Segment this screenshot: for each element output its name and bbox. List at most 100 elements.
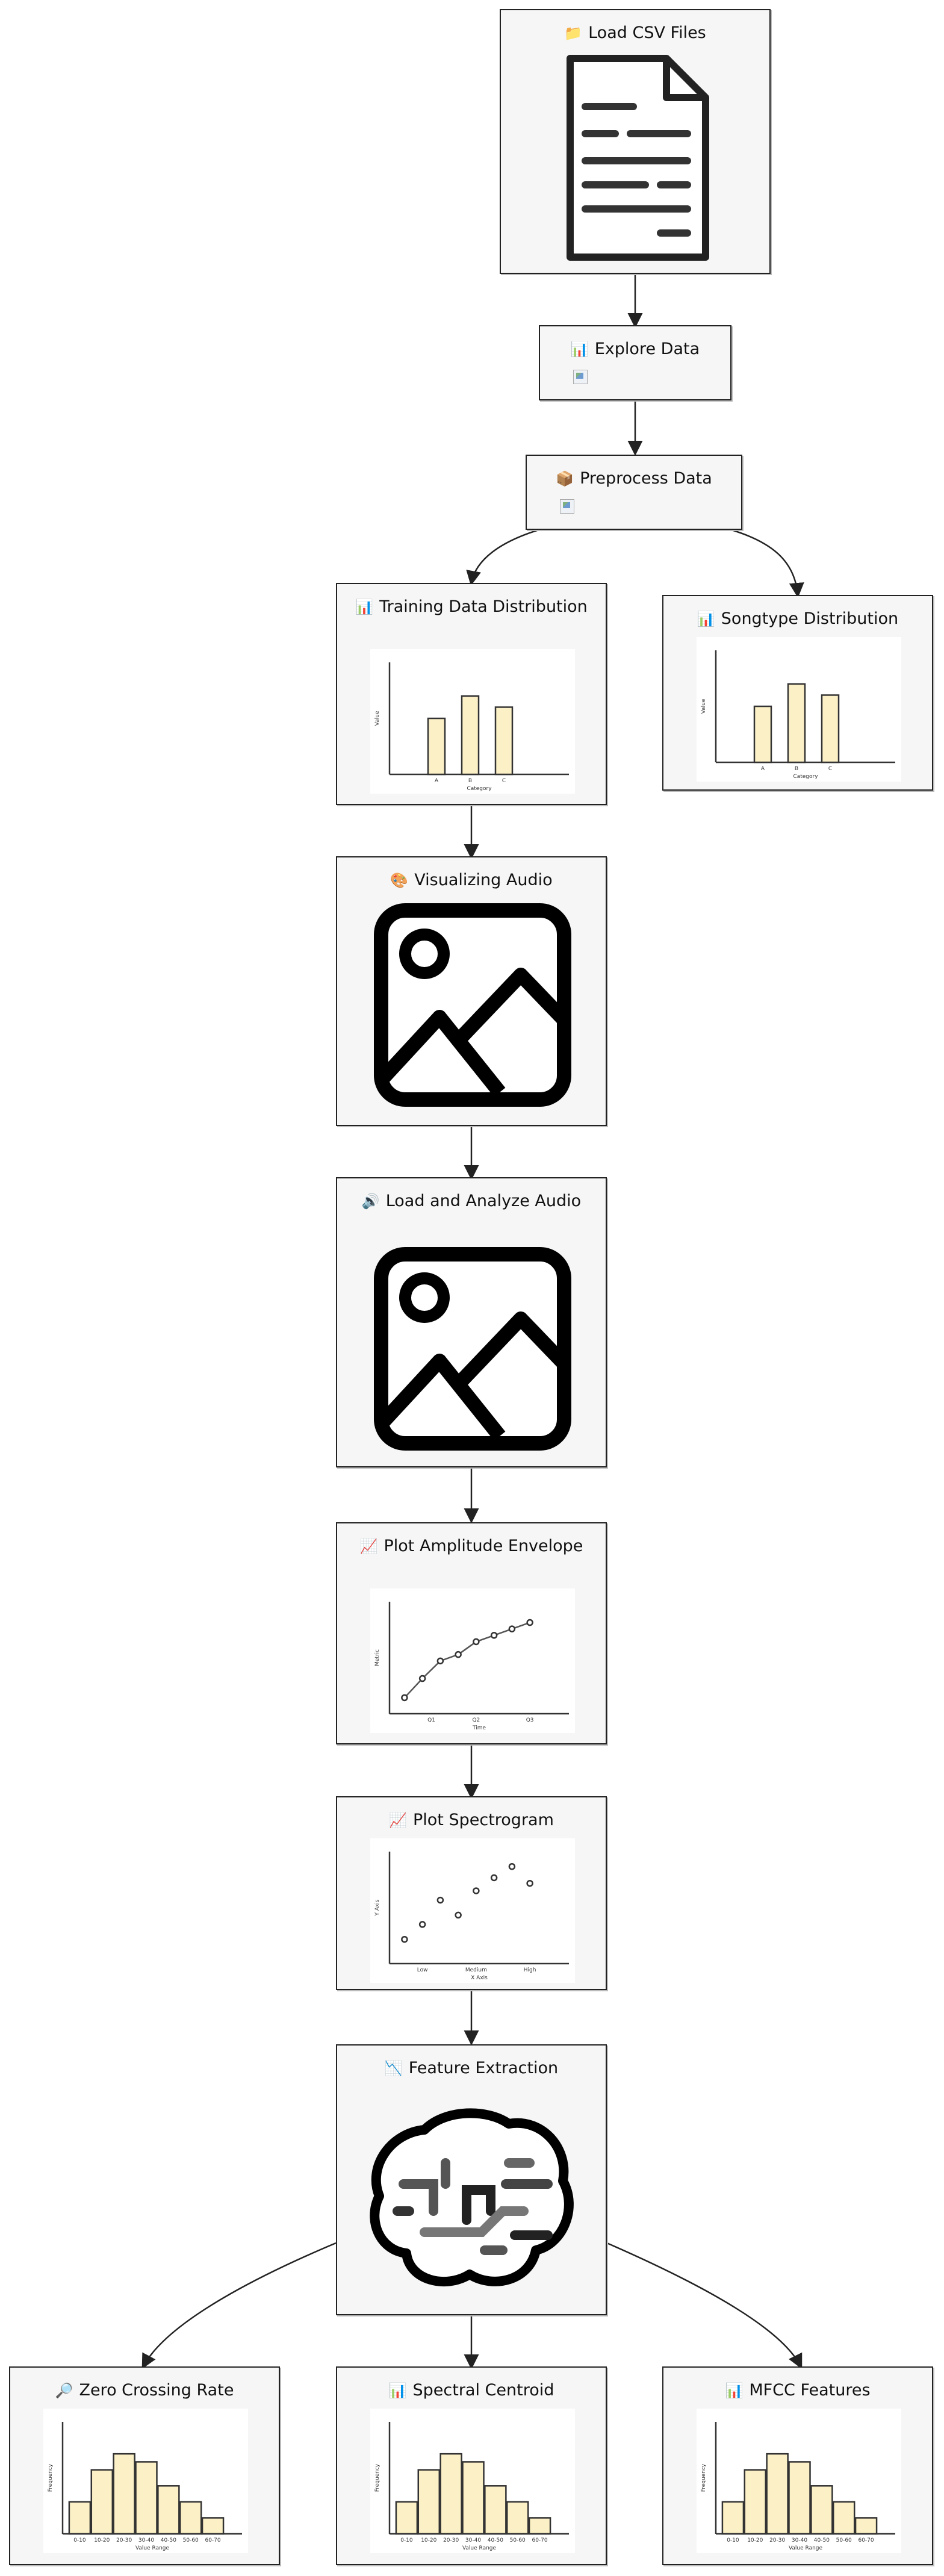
x-tick-label: 20-30: [443, 2537, 459, 2543]
x-tick-label: 60-70: [205, 2537, 220, 2543]
x-tick-label: 60-70: [532, 2537, 547, 2543]
x-tick-label: Low: [417, 1967, 428, 1973]
node-title: 📁 Load CSV Files: [501, 21, 769, 45]
node-load-and-analyze-audio[interactable]: 🔊 Load and Analyze Audio: [336, 1177, 607, 1467]
node-title: 📉Feature Extraction: [337, 2056, 606, 2080]
bar-chart-icon: 📊: [355, 599, 374, 615]
bar-0-10: [395, 2501, 418, 2535]
node-feature-extraction[interactable]: 📉Feature Extraction: [336, 2044, 607, 2315]
node-training-data-distribution[interactable]: 📊 Training Data Distribution Category Valu…: [336, 583, 607, 805]
bar-30-40: [788, 2461, 811, 2535]
y-axis-title: Value: [374, 711, 380, 726]
node-title: 📈Plot Spectrogram: [337, 1808, 606, 1832]
palette-icon: 🎨: [390, 872, 409, 889]
image-icon: [370, 1243, 575, 1454]
bar-B: [787, 683, 806, 764]
bar-0-10: [68, 2501, 92, 2535]
y-axis-title: Frequency: [374, 2463, 380, 2492]
data-point: [526, 1879, 533, 1887]
node-explore-data[interactable]: 📊Explore Data: [539, 325, 731, 400]
bar-50-60: [832, 2501, 856, 2535]
bar-20-30: [766, 2453, 789, 2535]
node-label: Visualizing Audio: [414, 871, 553, 889]
node-label: Spectral Centroid: [412, 2381, 554, 2400]
document-icon: [558, 52, 715, 266]
x-tick-label: 50-60: [836, 2537, 852, 2543]
x-tick-label: Q2: [472, 1717, 480, 1723]
data-point: [473, 1638, 480, 1646]
bar-10-20: [90, 2469, 114, 2535]
x-tick-label: B: [468, 778, 472, 784]
bar-60-70: [528, 2517, 551, 2535]
node-title: 🔎Zero Crossing Rate: [10, 2378, 279, 2403]
magnifier-icon: 🔎: [55, 2382, 73, 2399]
node-visualizing-audio[interactable]: 🎨 Visualizing Audio: [336, 856, 607, 1126]
node-title: 📊 Spectral Centroid: [337, 2378, 606, 2403]
y-axis-title: Value: [701, 698, 707, 714]
bar-chart-icon: 📊: [388, 2382, 407, 2399]
bar-C: [494, 706, 514, 776]
speaker-icon: 🔊: [361, 1193, 380, 1210]
bar-30-40: [135, 2461, 158, 2535]
data-point: [490, 1874, 498, 1882]
node-preprocess-data[interactable]: 📦 Preprocess Data: [526, 455, 742, 530]
node-label: Preprocess Data: [580, 469, 712, 488]
x-axis-title: Category: [467, 786, 492, 792]
x-tick-label: 30-40: [138, 2537, 154, 2543]
folder-icon: 📁: [564, 25, 583, 42]
y-axis-title: Metric: [374, 1649, 380, 1666]
x-tick-label: 20-30: [769, 2537, 785, 2543]
node-label: Songtype Distribution: [721, 609, 899, 628]
node-label: Load CSV Files: [588, 23, 706, 42]
package-icon: 📦: [556, 470, 574, 487]
x-tick-label: C: [502, 778, 506, 784]
bar-50-60: [506, 2501, 529, 2535]
bar-20-30: [113, 2453, 135, 2535]
node-load-csv-files[interactable]: 📁 Load CSV Files: [500, 9, 771, 274]
broken-image-icon: [560, 499, 574, 514]
x-axis-title: Value Range: [462, 2545, 497, 2551]
bar-10-20: [417, 2469, 441, 2535]
bar-A: [753, 705, 772, 764]
node-label: Training Data Distribution: [379, 597, 588, 616]
line-chart-icon: 📈: [359, 1538, 378, 1555]
x-tick-label: 10-20: [421, 2537, 436, 2543]
data-point: [418, 1675, 426, 1682]
data-point: [436, 1896, 444, 1904]
x-tick-label: A: [435, 778, 439, 784]
node-title: 📊MFCC Features: [663, 2378, 932, 2403]
x-tick-label: 60-70: [858, 2537, 874, 2543]
bar-20-30: [439, 2453, 462, 2535]
data-point: [418, 1921, 426, 1928]
x-tick-label: Q3: [526, 1717, 534, 1723]
node-label: Load and Analyze Audio: [385, 1192, 582, 1210]
bar-50-60: [179, 2501, 202, 2535]
bar-chart-icon: 📊: [697, 611, 715, 627]
x-tick-label: 50-60: [510, 2537, 526, 2543]
x-axis-title: X Axis: [471, 1975, 488, 1981]
y-axis-title: Frequency: [48, 2463, 54, 2492]
data-point: [526, 1619, 533, 1626]
node-title: 🔊 Load and Analyze Audio: [337, 1189, 606, 1213]
data-point: [401, 1694, 408, 1702]
broken-image-icon: [573, 370, 588, 384]
x-tick-label: 20-30: [116, 2537, 132, 2543]
node-title: 📦 Preprocess Data: [527, 467, 741, 491]
arrow-preprocess-to-training: [466, 529, 539, 586]
x-tick-label: 0-10: [727, 2537, 739, 2543]
x-tick-label: 30-40: [792, 2537, 807, 2543]
x-tick-label: Q1: [427, 1717, 435, 1723]
bar-0-10: [721, 2501, 745, 2535]
